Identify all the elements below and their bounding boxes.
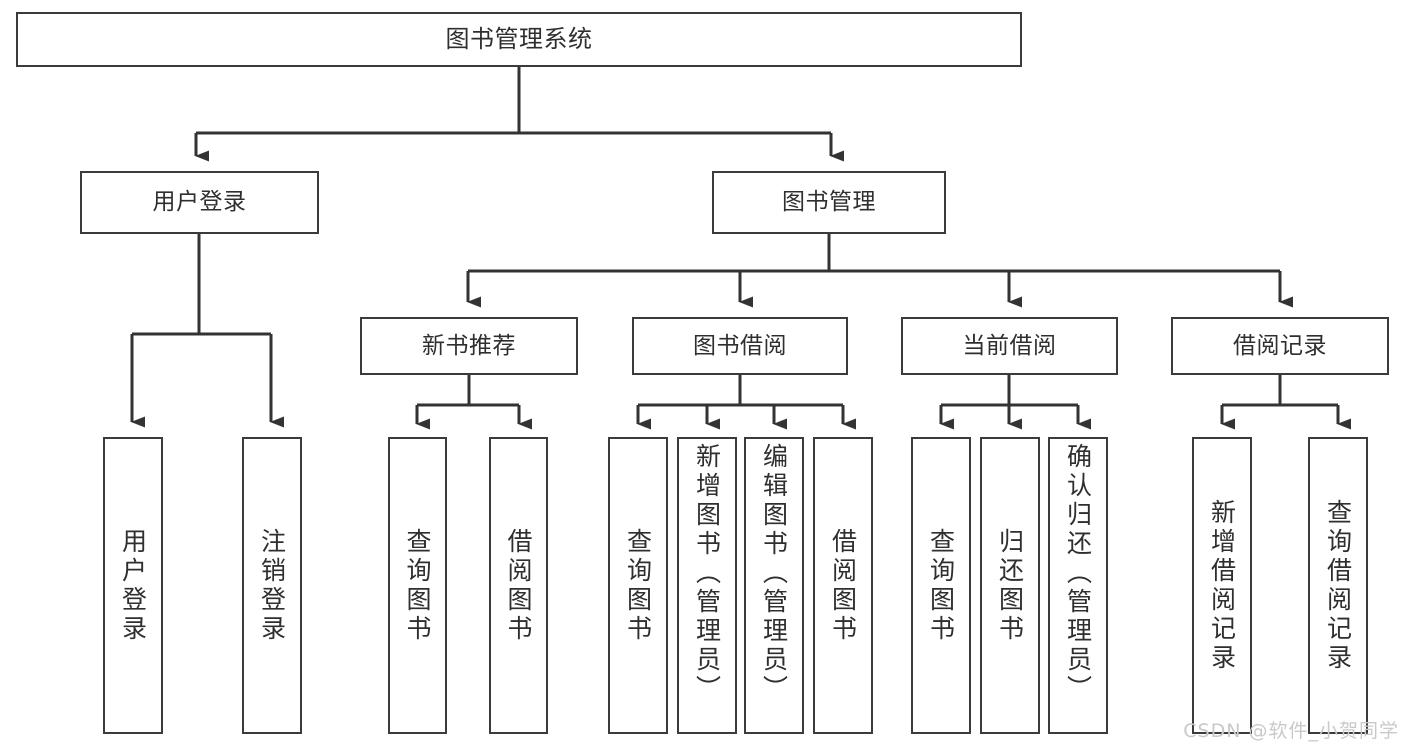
node-label: 图书管理 [782, 189, 876, 216]
leaf-add-borrow-record[interactable]: 新增借阅记录 [1192, 437, 1252, 734]
node-label: 新增图书（管理员） [692, 443, 722, 704]
csdn-watermark: CSDN @软件_小贺同学 [1183, 720, 1399, 742]
node-label: 图书借阅 [693, 332, 787, 359]
leaf-query-book-recommend[interactable]: 查询图书 [388, 437, 447, 734]
node-current-borrow[interactable]: 当前借阅 [901, 317, 1118, 375]
leaf-add-book[interactable]: 新增图书（管理员） [677, 437, 737, 734]
node-label: 编辑图书（管理员） [759, 443, 789, 704]
node-label: 借阅图书 [504, 527, 533, 644]
node-label: 当前借阅 [962, 332, 1057, 359]
node-book-borrow[interactable]: 图书借阅 [632, 317, 848, 375]
leaf-edit-book[interactable]: 编辑图书（管理员） [744, 437, 804, 734]
node-root-system[interactable]: 图书管理系统 [16, 12, 1022, 67]
leaf-confirm-return[interactable]: 确认归还（管理员） [1048, 437, 1108, 734]
leaf-user-login[interactable]: 用户登录 [103, 437, 163, 734]
node-label: 注销登录 [257, 527, 287, 644]
leaf-borrow-book-recommend[interactable]: 借阅图书 [489, 437, 548, 734]
node-label: 确认归还（管理员） [1063, 443, 1093, 704]
node-label: 查询图书 [623, 527, 653, 644]
node-borrow-record[interactable]: 借阅记录 [1171, 317, 1389, 375]
node-label: 查询图书 [926, 527, 956, 644]
node-label: 归还图书 [995, 527, 1025, 644]
leaf-query-borrow-record[interactable]: 查询借阅记录 [1308, 437, 1368, 734]
node-book-manage[interactable]: 图书管理 [712, 171, 946, 234]
node-label: 查询借阅记录 [1323, 498, 1353, 673]
node-label: 新书推荐 [422, 332, 516, 359]
leaf-query-book-current[interactable]: 查询图书 [911, 437, 971, 734]
node-user-login[interactable]: 用户登录 [80, 171, 319, 234]
node-label: 查询图书 [403, 527, 432, 644]
leaf-borrow-book-borrow[interactable]: 借阅图书 [813, 437, 873, 734]
node-label: 用户登录 [152, 189, 247, 216]
leaf-query-book-borrow[interactable]: 查询图书 [608, 437, 668, 734]
node-label: 借阅图书 [828, 527, 858, 644]
node-label: 借阅记录 [1233, 332, 1327, 359]
node-label: 用户登录 [118, 527, 148, 644]
leaf-return-book[interactable]: 归还图书 [980, 437, 1040, 734]
leaf-user-logout[interactable]: 注销登录 [242, 437, 302, 734]
node-label: 图书管理系统 [445, 24, 593, 53]
node-label: 新增借阅记录 [1207, 498, 1237, 673]
node-new-book-recommend[interactable]: 新书推荐 [360, 317, 578, 375]
